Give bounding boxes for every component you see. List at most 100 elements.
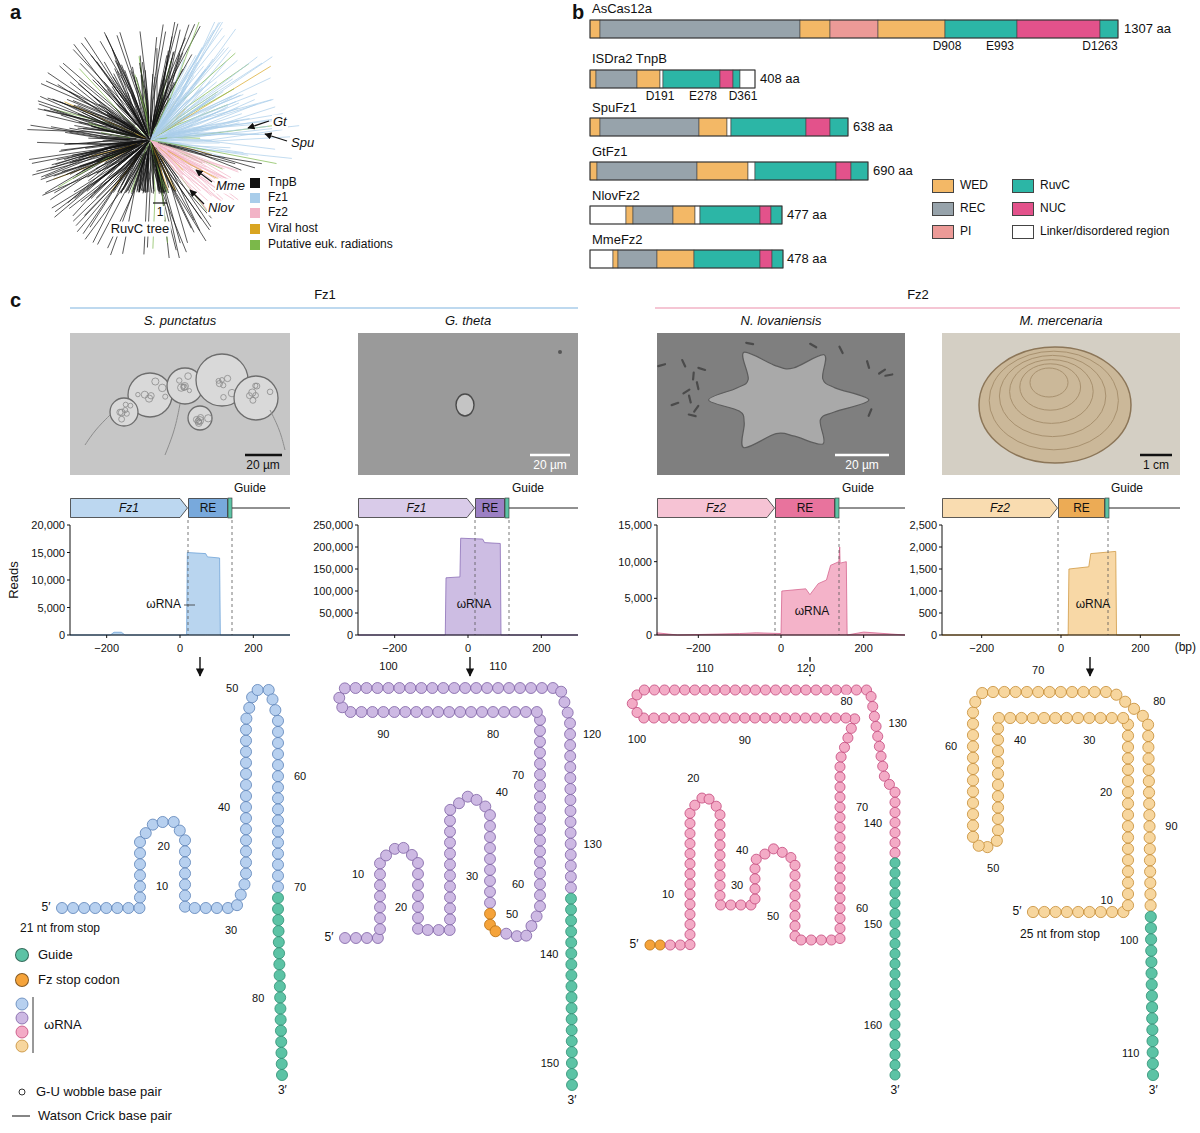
annotation-label: Guide — [1111, 482, 1143, 496]
nucleotide-position: 100 — [378, 660, 398, 673]
annotation-label: ωRNA — [795, 605, 830, 619]
axis-tick-label: 1,500 — [909, 563, 937, 576]
legend-swatch — [932, 225, 954, 239]
gene-label: RE — [200, 501, 217, 515]
legend-swatch — [1012, 179, 1034, 193]
axis-tick-label: 1,000 — [909, 585, 937, 598]
axis-tick-label: 0 — [177, 642, 183, 655]
legend-text: Watson Crick base pair — [38, 1109, 172, 1124]
nucleotide-position: 30 — [1082, 734, 1096, 747]
pointer-arrow — [196, 170, 212, 182]
annotation-label: 477 aa — [787, 208, 827, 223]
legend-text: TnpB — [266, 176, 299, 190]
gene-label: Fz1 — [119, 501, 139, 515]
legend-text: REC — [960, 202, 985, 216]
strand-end-label: 5′ — [41, 901, 52, 915]
annotation-label: G. theta — [445, 314, 491, 329]
strand-end-label: 3′ — [1148, 1084, 1159, 1098]
nucleotide-position: 100 — [627, 733, 647, 746]
nucleotide-position: 70 — [511, 768, 525, 781]
nucleotide-position: 30 — [465, 869, 479, 882]
annotation-label: 408 aa — [760, 72, 800, 87]
nucleotide-position: 30 — [224, 923, 238, 936]
nucleotide-position: 60 — [511, 878, 525, 891]
nucleotide-position: 10 — [661, 888, 675, 901]
nucleotide-position: 150 — [540, 1057, 560, 1070]
axis-tick-label: 5,000 — [624, 592, 652, 605]
annotation-label: E278 — [689, 90, 717, 104]
nucleotide-position: 90 — [1164, 820, 1178, 833]
nucleotide-position: 120 — [582, 728, 602, 741]
nucleotide-position: 20 — [157, 839, 171, 852]
scale-bar — [835, 454, 889, 457]
down-arrow — [469, 657, 470, 676]
nucleotide-position: 50 — [986, 862, 1000, 875]
annotation-label: 478 aa — [787, 252, 827, 267]
annotation-label: ISDra2 TnpB — [592, 52, 667, 67]
axis-tick-label: −200 — [969, 642, 994, 655]
nucleotide-position: 150 — [863, 917, 883, 930]
repeat-element-box: RE — [775, 498, 835, 518]
axis-tick-label: −200 — [382, 642, 407, 655]
axis-tick-label: 0 — [59, 629, 65, 642]
legend-sample — [16, 997, 33, 1053]
axis-tick-label: 0 — [931, 629, 937, 642]
annotation-label: Guide — [512, 482, 544, 496]
axis-tick-label: 0 — [778, 642, 784, 655]
annotation-label: Mme — [215, 179, 246, 194]
nucleotide-position: 70 — [855, 801, 869, 814]
annotation-label: D908 — [933, 40, 962, 54]
legend-text: Guide — [38, 948, 73, 963]
nucleotide-position: 80 — [1152, 695, 1166, 708]
gene-label: Fz2 — [706, 501, 726, 515]
legend-swatch — [250, 178, 260, 188]
annotation-label: D1263 — [1082, 40, 1117, 54]
legend-text: Viral host — [266, 222, 320, 236]
annotation-label: 690 aa — [873, 164, 913, 179]
gene-arrow: Fz2 — [942, 498, 1058, 518]
nucleotide-position: 10 — [1100, 894, 1114, 907]
legend-text: WED — [960, 179, 988, 193]
rna-structures — [56, 683, 1158, 1091]
axis-tick-label: 15,000 — [31, 546, 65, 559]
scale-bar — [245, 454, 282, 457]
legend-text: Linker/disordered region — [1040, 225, 1169, 239]
annotation-label: Spu — [290, 136, 315, 151]
legend-text: Fz stop codon — [38, 973, 120, 988]
annotation-label: D191 — [646, 90, 675, 104]
nucleotide-position: 10 — [351, 868, 365, 881]
repeat-element-box: RE — [1058, 498, 1105, 518]
nucleotide-position: 130 — [582, 837, 602, 850]
annotation-label: Fz2 — [907, 288, 929, 303]
axis-tick-label: −200 — [94, 642, 119, 655]
annotation-label: 638 aa — [853, 120, 893, 135]
scale-bar — [1140, 454, 1172, 457]
annotation-label: Nlov — [207, 201, 235, 216]
nucleotide-position: 20 — [1099, 786, 1113, 799]
legend-swatch — [932, 179, 954, 193]
annotation-label: 1 cm — [1143, 459, 1169, 473]
legend-text: Fz1 — [266, 191, 290, 205]
axis-tick-label: 200 — [1131, 642, 1149, 655]
nucleotide-position: 90 — [376, 728, 390, 741]
panel-letter: a — [10, 1, 21, 24]
legend-swatch — [250, 224, 260, 234]
axis-tick-label: 200 — [532, 642, 550, 655]
annotation-label: MmeFz2 — [592, 233, 643, 248]
micrographs — [70, 333, 1180, 475]
annotation-label: (bp) — [1175, 641, 1196, 655]
domain-bars — [590, 20, 1118, 268]
nucleotide-position: 110 — [1121, 1046, 1141, 1059]
strand-end-label: 3′ — [890, 1084, 901, 1098]
nucleotide-position: 20 — [394, 901, 408, 914]
legend-swatch — [15, 948, 29, 962]
nucleotide-position: 60 — [944, 740, 958, 753]
nucleotide-position: 80 — [251, 992, 265, 1005]
annotation-label: S. punctatus — [144, 314, 216, 329]
nucleotide-position: 110 — [695, 662, 715, 675]
coverage-plots — [67, 498, 1180, 638]
annotation-label: ωRNA — [1076, 598, 1111, 612]
nucleotide-position: 10 — [155, 880, 169, 893]
nucleotide-position: 160 — [863, 1018, 883, 1031]
axis-tick-label: 0 — [1058, 642, 1064, 655]
